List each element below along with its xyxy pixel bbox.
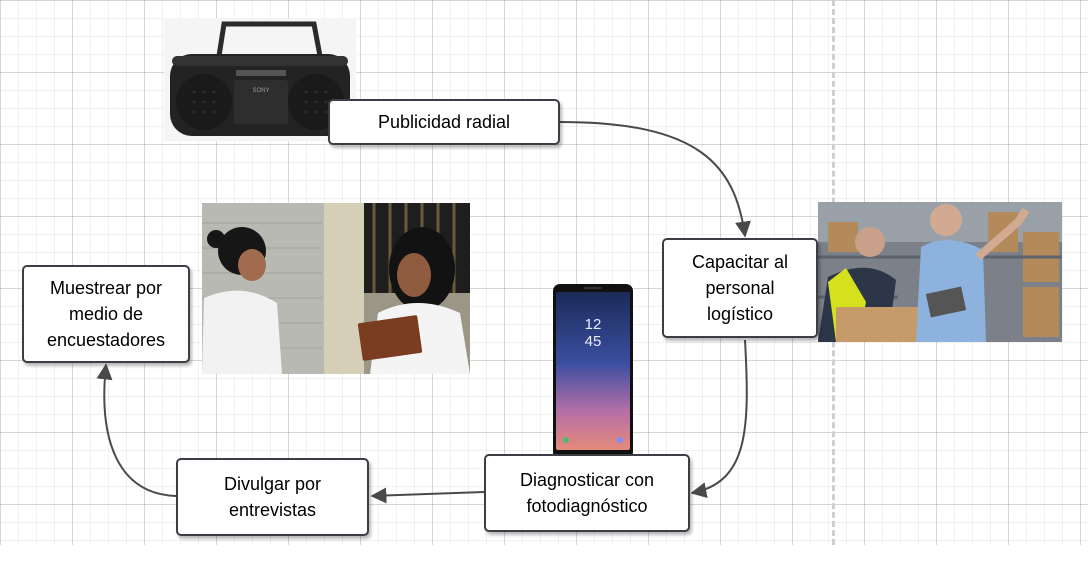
- edge-diagnosticar-to-divulgar: [370, 487, 485, 504]
- node-muestrear[interactable]: Muestrear por medio de encuestadores: [22, 265, 190, 363]
- radio-brand: SONY: [252, 88, 269, 94]
- survey-interview-photo: [202, 203, 470, 374]
- connectors: [96, 121, 751, 504]
- node-capacitar-personal[interactable]: Capacitar al personal logístico: [662, 238, 818, 338]
- svg-text:45: 45: [585, 333, 602, 350]
- edge-capacitar-to-diagnosticar: [690, 339, 748, 499]
- node-divulgar[interactable]: Divulgar por entrevistas: [176, 458, 369, 536]
- smartphone-photo: 12 45: [552, 284, 634, 459]
- diagram-canvas: SONY: [0, 0, 1088, 545]
- radio-cassette-player-photo: SONY: [164, 18, 356, 141]
- node-diagnosticar[interactable]: Diagnosticar con fotodiagnóstico: [484, 454, 690, 532]
- warehouse-workers-photo: [818, 202, 1062, 342]
- svg-text:12: 12: [585, 316, 602, 333]
- edge-divulgar-to-muestrear: [96, 363, 177, 497]
- node-publicidad-radial[interactable]: Publicidad radial: [328, 99, 560, 145]
- edge-publicidad-to-capacitar: [559, 121, 751, 238]
